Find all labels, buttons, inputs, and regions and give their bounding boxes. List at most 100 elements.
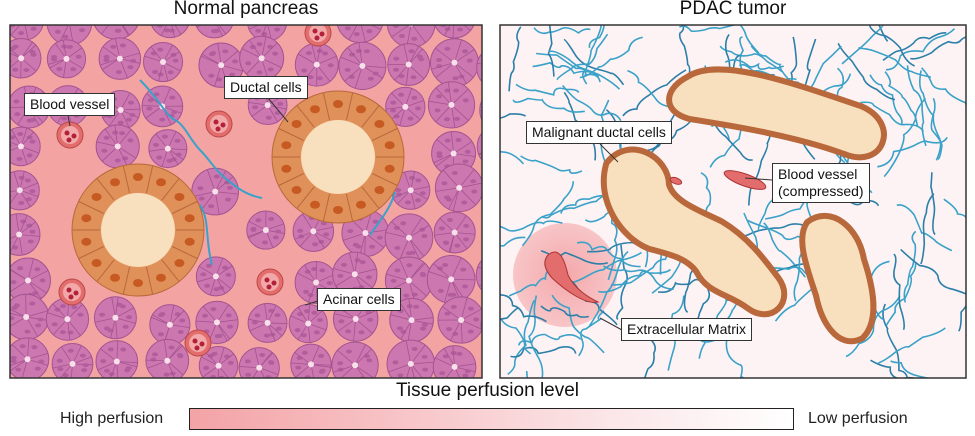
ecm-fiber	[515, 83, 580, 96]
ecm-fiber	[508, 26, 522, 92]
acinar-cell-cluster	[432, 345, 477, 378]
ecm-fiber	[884, 71, 919, 127]
acinar-cell-cluster	[247, 25, 287, 42]
acinar-cell-cluster	[10, 126, 41, 167]
right-panel-title: PDAC tumor	[679, 0, 787, 19]
ecm-fiber	[556, 33, 609, 81]
ecm-fiber	[548, 50, 621, 90]
ecm-fiber	[517, 333, 582, 346]
high-perfusion-label: High perfusion	[60, 410, 164, 427]
ecm-fiber	[500, 113, 527, 119]
acinar-cell-cluster	[246, 210, 286, 250]
label-extracellular-matrix: Extracellular Matrix	[621, 318, 753, 341]
ecm-fiber	[845, 295, 901, 358]
acinar-cell-cluster	[427, 81, 476, 129]
acinar-cell-cluster	[10, 170, 40, 211]
acinar-cell-cluster	[384, 213, 434, 263]
ecm-fiber	[547, 25, 555, 77]
ecm-fiber	[896, 204, 953, 252]
acinar-cell-cluster	[387, 43, 431, 86]
ecm-fiber	[622, 69, 687, 117]
acinar-cell-cluster	[151, 25, 190, 39]
acinar-cell-cluster	[385, 86, 426, 128]
compressed-blood-vessel	[723, 170, 767, 190]
ecm-fiber	[540, 190, 612, 219]
acinar-cell-cluster	[98, 37, 142, 80]
acinar-cell-cluster	[148, 129, 188, 169]
ecm-fiber	[551, 294, 605, 354]
acinar-cell-cluster	[10, 337, 50, 378]
ecm-fiber	[921, 67, 966, 107]
ecm-fiber	[870, 359, 916, 378]
acinar-cell-cluster	[247, 302, 288, 343]
acinar-cell-cluster	[10, 293, 50, 341]
ecm-fiber	[724, 59, 784, 71]
ecm-fiber	[598, 268, 672, 293]
ecm-fiber	[906, 65, 927, 147]
ecm-fiber	[500, 307, 519, 321]
acinar-cell-cluster	[429, 38, 479, 88]
label-compressed-blood-vessel: Blood vessel (compressed)	[772, 163, 870, 203]
ecm-fiber	[532, 61, 600, 78]
blood-vessel	[205, 110, 233, 138]
pdac-tumor-panel	[485, 0, 967, 379]
ecm-fiber	[930, 172, 936, 236]
ecm-fiber	[578, 310, 605, 357]
ecm-fiber	[882, 31, 947, 62]
ecm-fiber	[540, 305, 589, 318]
blood-vessel	[58, 278, 86, 306]
malignant-duct	[600, 146, 788, 318]
acinar-cell-cluster	[46, 25, 93, 46]
acinar-cell-cluster	[95, 340, 139, 378]
acinar-cell-cluster	[93, 296, 137, 340]
label-acinar-cells: Acinar cells	[317, 288, 401, 311]
ecm-fiber	[841, 25, 885, 65]
acinar-cell-cluster	[10, 213, 41, 256]
ecm-fiber	[199, 204, 213, 266]
ecm-fiber	[882, 303, 909, 378]
acinar-cell-cluster	[198, 345, 239, 378]
acinar-cell-cluster	[290, 343, 332, 378]
ecm-fiber	[903, 230, 917, 303]
ecm-fiber	[500, 318, 532, 355]
acinar-cell-cluster	[294, 42, 339, 87]
ecm-fiber	[500, 220, 563, 232]
ecm-fiber	[869, 74, 903, 125]
malignant-duct	[799, 213, 877, 345]
label-malignant-ductal-cells: Malignant ductal cells	[526, 121, 672, 144]
label-ductal-cells: Ductal cells	[224, 76, 308, 99]
blood-vessel	[256, 268, 284, 296]
blood-vessel	[304, 25, 332, 47]
ecm-fiber	[533, 26, 591, 35]
ecm-fiber	[508, 263, 556, 297]
ecm-fiber	[679, 25, 737, 33]
acinar-cell-cluster	[239, 35, 285, 81]
acinar-cell-cluster	[45, 297, 90, 341]
ecm-fiber	[369, 191, 396, 236]
normal-pancreas-panel	[9, 24, 483, 379]
blood-vessel	[184, 329, 212, 357]
acinar-cell-cluster	[434, 25, 475, 39]
acinar-cell-cluster	[145, 338, 190, 378]
compressed-blood-vessel	[669, 176, 683, 185]
acinar-cell-cluster	[336, 25, 383, 44]
ecm-fiber	[512, 97, 585, 113]
acinar-cell-cluster	[288, 303, 328, 344]
ecm-fiber	[588, 25, 605, 48]
malignant-duct	[666, 66, 887, 161]
ecm-fiber	[878, 25, 889, 42]
ecm-fiber	[930, 97, 943, 160]
acinar-cell-cluster	[338, 41, 387, 90]
ecm-fiber	[563, 38, 625, 86]
left-panel-title: Normal pancreas	[173, 0, 319, 19]
ecm-fiber	[139, 79, 263, 199]
acinar-cell-cluster	[437, 296, 482, 344]
acinar-cell-cluster	[195, 25, 234, 39]
ecm-fiber	[485, 0, 495, 48]
ecm-fiber	[500, 150, 525, 165]
ecm-fiber	[877, 327, 946, 365]
acinar-cell-cluster	[10, 37, 42, 79]
ecm-fiber	[500, 293, 547, 323]
ecm-fiber	[645, 8, 713, 22]
ecm-fiber	[507, 299, 535, 376]
